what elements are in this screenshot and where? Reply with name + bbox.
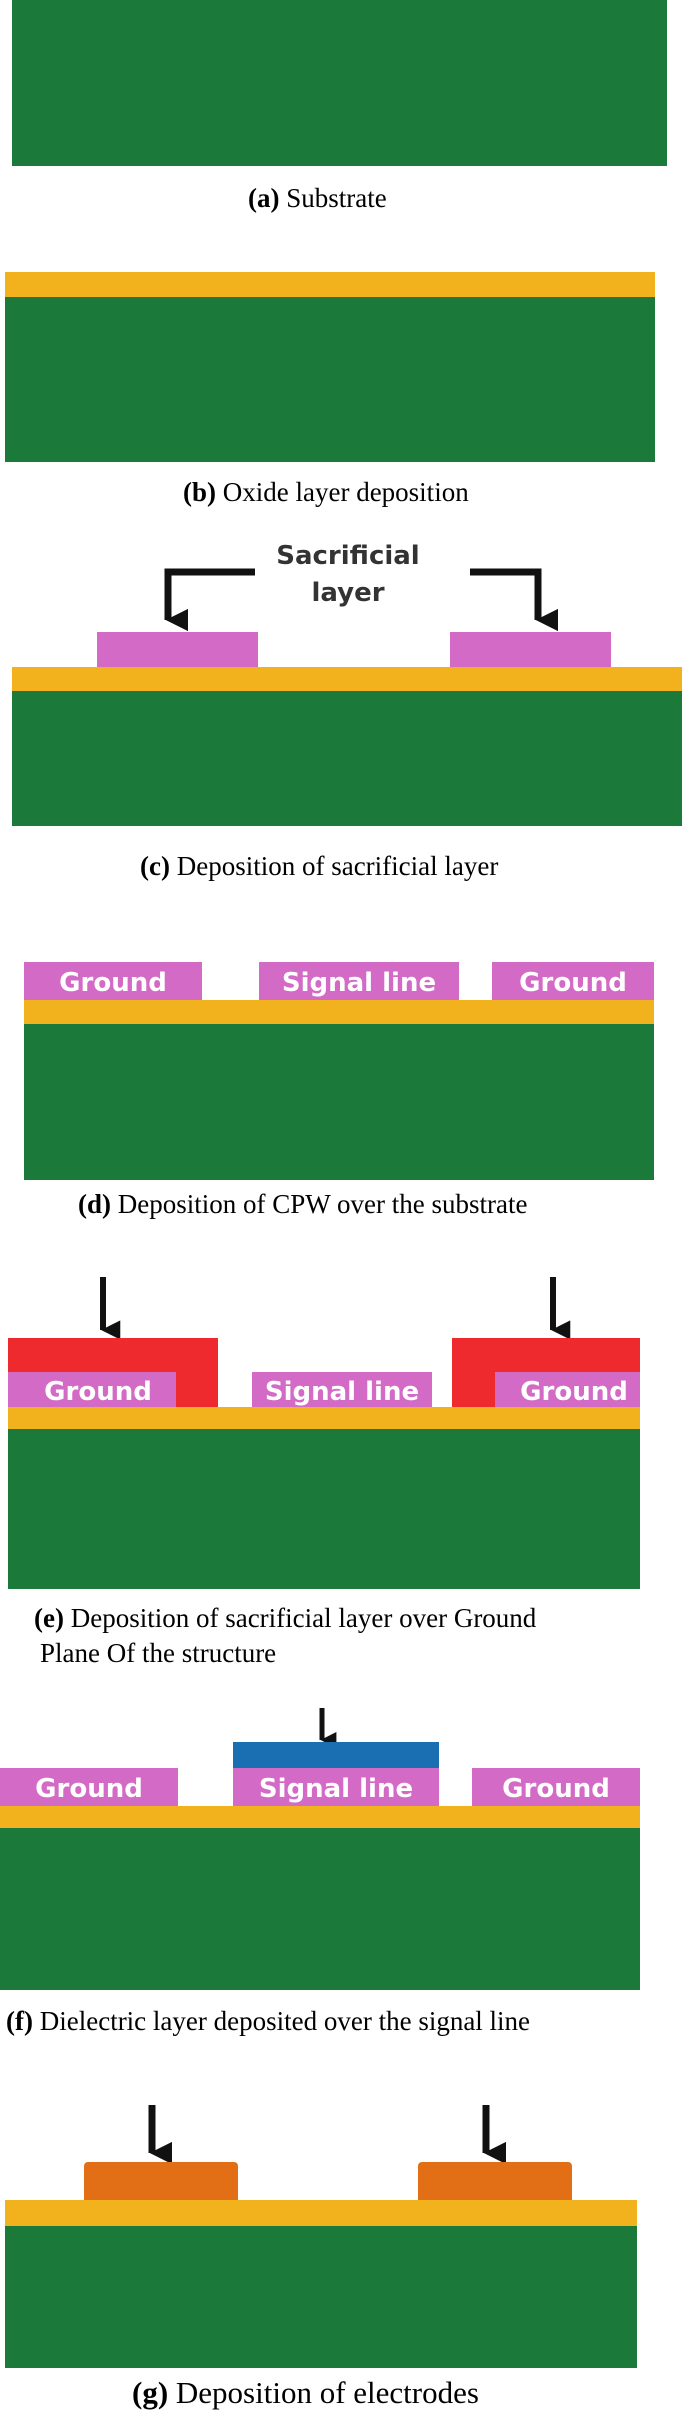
caption-b: (b) Oxide layer deposition [183,477,469,507]
substrate-layer [12,691,682,826]
substrate-layer [8,1429,640,1589]
substrate-layer [5,2226,637,2368]
ground-right-label: Ground [519,968,627,998]
ground-left-block [24,962,202,1002]
ground-right-block [492,962,654,1002]
oxide-layer [8,1407,640,1429]
ground-left-label: Ground [44,1377,152,1407]
oxide-layer [5,2200,637,2226]
caption-c-label: (c) [140,851,170,881]
step-e: Ground Signal line Ground (e) Deposition… [8,1277,640,1668]
caption-g-label: (g) [132,2375,168,2410]
signal-line-label: Signal line [259,1774,413,1804]
oxide-layer [12,667,682,691]
caption-d-label: (d) [78,1189,111,1219]
substrate-layer [24,1024,654,1180]
ground-right-label: Ground [502,1774,610,1804]
caption-b-label: (b) [183,477,216,507]
ground-right-block [472,1768,640,1808]
caption-g-text: Deposition of electrodes [168,2375,479,2410]
ground-left-label: Ground [35,1774,143,1804]
signal-line-block [252,1372,432,1410]
caption-d-text: Deposition of CPW over the substrate [111,1189,527,1219]
caption-e-label: (e) [34,1603,64,1633]
ground-right-label: Ground [520,1377,628,1407]
caption-a-label: (a) [248,183,279,213]
caption-f: (f) Dielectric layer deposited over the … [6,2006,530,2036]
electrode-left [84,2162,238,2203]
electrode-right [418,2162,572,2203]
caption-f-label: (f) [6,2006,33,2036]
caption-a: (a) Substrate [248,183,387,213]
sacrificial-block-left [97,632,258,669]
sacrificial-annotation-line1: Sacrificial [276,541,419,571]
signal-line-block [259,962,459,1002]
caption-d: (d) Deposition of CPW over the substrate [78,1189,527,1219]
ground-right-block [495,1372,640,1410]
caption-g: (g) Deposition of electrodes [132,2375,479,2410]
step-g: (g) Deposition of electrodes [5,2105,637,2410]
step-f: Ground Signal line Ground (f) Dielectric… [0,1708,640,2036]
step-b: (b) Oxide layer deposition [5,272,655,507]
caption-e: (e) Deposition of sacrificial layer over… [34,1603,537,1633]
signal-line-label: Signal line [282,968,436,998]
substrate-layer [0,1828,640,1990]
caption-e-text: Deposition of sacrificial layer over Gro… [64,1603,537,1633]
sacrificial-block-right [450,632,611,669]
caption-b-text: Oxide layer deposition [216,477,469,507]
caption-e-line2: Plane Of the structure [40,1638,276,1668]
caption-c: (c) Deposition of sacrificial layer [140,851,498,881]
substrate-layer [12,0,667,166]
step-d: Ground Signal line Ground (d) Deposition… [24,962,654,1219]
step-a: (a) Substrate [12,0,667,213]
arrow-left-icon [164,568,255,632]
arrow-right-icon [470,568,559,632]
oxide-layer [5,272,655,297]
ground-left-label: Ground [59,968,167,998]
caption-f-text: Dielectric layer deposited over the sign… [33,2006,530,2036]
dielectric-layer [233,1742,439,1770]
oxide-layer [24,1000,654,1024]
oxide-layer [0,1806,640,1828]
caption-a-text: Substrate [279,183,386,213]
caption-c-text: Deposition of sacrificial layer [170,851,498,881]
signal-line-label: Signal line [265,1377,419,1407]
ground-left-block [8,1372,176,1410]
substrate-layer [5,297,655,462]
signal-line-block [233,1768,439,1808]
sacrificial-annotation-line2: layer [311,578,384,608]
ground-left-block [0,1768,178,1808]
step-c: Sacrificial layer (c) Deposition of sacr… [12,541,682,881]
